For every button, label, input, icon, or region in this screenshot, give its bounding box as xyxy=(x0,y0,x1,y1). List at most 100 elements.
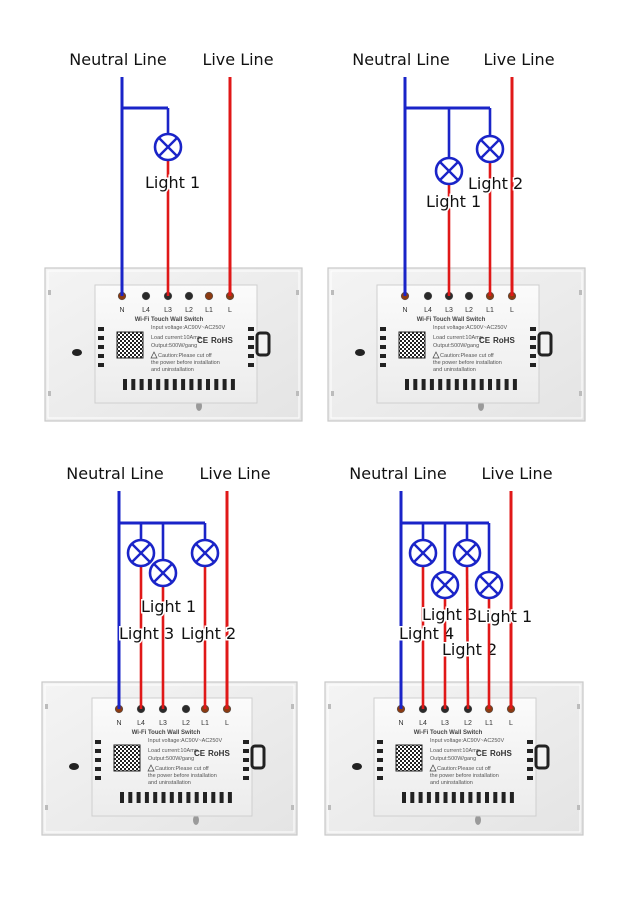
device-title: Wi-Fi Touch Wall Switch xyxy=(417,317,486,323)
screw-hole-left xyxy=(72,349,82,356)
bottom-vent xyxy=(227,792,232,803)
module-clip xyxy=(537,331,553,357)
bottom-vent xyxy=(429,379,434,390)
neutral-line-label: Neutral Line xyxy=(69,50,166,69)
plate-clip-mark xyxy=(45,704,48,709)
lamp-icon xyxy=(474,570,504,600)
rohs-mark: RoHS xyxy=(493,336,515,345)
device-caution: Caution:Please cut off xyxy=(158,353,212,359)
side-vent xyxy=(377,776,383,780)
lamp-icon-cross xyxy=(153,563,173,583)
side-vent xyxy=(98,363,104,367)
terminal-label: L xyxy=(228,307,232,314)
terminal-label: L1 xyxy=(205,307,213,314)
bottom-vent xyxy=(460,792,465,803)
terminal-label: N xyxy=(119,307,124,314)
side-vent xyxy=(527,767,533,771)
lamp-icon-cross xyxy=(131,543,151,563)
bottom-vent xyxy=(509,792,514,803)
bottom-vent xyxy=(214,379,219,390)
terminal-label: L3 xyxy=(445,307,453,314)
rohs-mark: RoHS xyxy=(211,336,233,345)
plate-clip-mark xyxy=(296,290,299,295)
side-vent xyxy=(530,327,536,331)
bottom-vent xyxy=(172,379,177,390)
device-caution: the power before installation xyxy=(151,360,220,366)
bottom-vent xyxy=(144,792,149,803)
bottom-vent xyxy=(194,792,199,803)
terminal-label: L4 xyxy=(419,720,427,727)
lamp-icon-cross xyxy=(413,543,433,563)
terminal-label: L1 xyxy=(201,720,209,727)
bottom-vent xyxy=(435,792,440,803)
side-vent xyxy=(243,767,249,771)
terminal-label: L xyxy=(225,720,229,727)
bottom-vent xyxy=(178,792,183,803)
module-clip xyxy=(255,331,271,357)
plate-clip-mark xyxy=(579,391,582,396)
side-vent xyxy=(243,740,249,744)
warning-icon xyxy=(147,764,155,772)
side-vent xyxy=(380,354,386,358)
bottom-vent xyxy=(120,792,124,803)
device-output: Output:500W/gang xyxy=(433,343,479,349)
device-input-voltage: Input voltage:AC90V~AC250V xyxy=(433,325,507,331)
live-line-label: Live Line xyxy=(483,50,554,69)
side-vent xyxy=(527,740,533,744)
lamp-icon-cross xyxy=(439,161,459,181)
device-title: Wi-Fi Touch Wall Switch xyxy=(414,730,483,736)
bottom-vent xyxy=(476,792,481,803)
side-vent xyxy=(530,336,536,340)
plate-clip-mark xyxy=(331,290,334,295)
warning-icon xyxy=(150,351,158,359)
qr-code xyxy=(116,331,144,359)
qr-code xyxy=(395,744,423,772)
side-vent xyxy=(98,345,104,349)
terminal-label: N xyxy=(116,720,121,727)
ce-mark: CE xyxy=(194,749,206,758)
side-vent xyxy=(248,327,254,331)
side-vent xyxy=(95,758,101,762)
side-vent xyxy=(243,758,249,762)
device-output: Output:500W/gang xyxy=(151,343,197,349)
terminal-label: L4 xyxy=(137,720,145,727)
device-caution: Caution:Please cut off xyxy=(437,766,491,772)
bottom-vent xyxy=(153,792,158,803)
device-output: Output:500W/gang xyxy=(430,756,476,762)
device-caution: Caution:Please cut off xyxy=(155,766,209,772)
bottom-vent xyxy=(189,379,194,390)
plate-clip-mark xyxy=(45,805,48,810)
side-vent xyxy=(530,363,536,367)
light-label: Light 3 xyxy=(119,624,174,643)
bottom-vent xyxy=(488,379,492,390)
side-vent xyxy=(380,345,386,349)
side-vent xyxy=(377,767,383,771)
plate-clip-mark xyxy=(577,704,580,709)
device-load-current: Load current:10Amp xyxy=(430,748,480,754)
terminal-screw xyxy=(184,291,194,301)
device-load-current: Load current:10Amp xyxy=(151,335,201,341)
screw-hole-bottom xyxy=(193,815,199,825)
plate-clip-mark xyxy=(291,704,294,709)
side-vent xyxy=(380,327,386,331)
light-label: Light 3 xyxy=(422,605,477,624)
side-vent xyxy=(248,354,254,358)
bottom-vent xyxy=(504,379,509,390)
terminal-screw xyxy=(423,291,433,301)
side-vent xyxy=(527,749,533,753)
terminal-label: L3 xyxy=(441,720,449,727)
bottom-vent xyxy=(454,379,459,390)
device-caution: and uninstallation xyxy=(151,367,194,373)
terminal-label: L4 xyxy=(424,307,432,314)
device-caution: and uninstallation xyxy=(430,780,473,786)
device-title: Wi-Fi Touch Wall Switch xyxy=(132,730,201,736)
bottom-vent xyxy=(222,379,227,390)
side-vent xyxy=(95,749,101,753)
bottom-vent xyxy=(501,792,506,803)
lamp-icon xyxy=(148,558,178,588)
plate-clip-mark xyxy=(48,391,51,396)
live-line-label: Live Line xyxy=(202,50,273,69)
terminal-label: L3 xyxy=(159,720,167,727)
